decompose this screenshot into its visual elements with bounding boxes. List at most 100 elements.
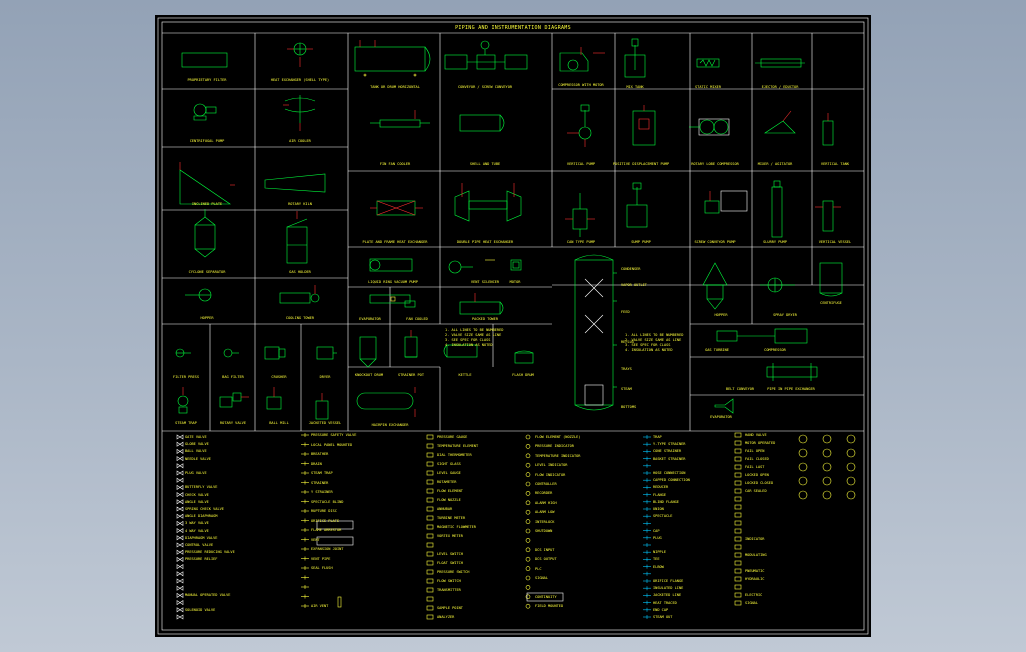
equipment-label-rotary_kiln: ROTARY KILN [288, 202, 312, 206]
legend3-sym-12 [426, 542, 434, 548]
compressor-body [559, 52, 589, 72]
legend3-sym-6 [426, 488, 434, 494]
filter-press [264, 346, 280, 360]
legend4-sym-13 [525, 556, 531, 562]
legend-col4-6: RECORDER [535, 491, 553, 496]
legend6-sym-8 [734, 496, 742, 502]
equipment-label-knockout: KNOCKOUT DRUM [354, 373, 384, 377]
equipment-label-screw_pump: SCREW CONVEYOR PUMP [694, 240, 736, 244]
equipment-label-evaporator: EVAPORATOR [710, 415, 732, 419]
legend-col6-13: INDICATOR [745, 537, 765, 541]
instrument-bubble-1-1 [822, 448, 832, 458]
legend6-sym-11 [734, 520, 742, 526]
legend-col3-3: SIGHT GLASS [437, 462, 461, 466]
equipment-label-hopper: HOPPER [200, 316, 214, 320]
equipment-label-positive_pump: POSITIVE DISPLACEMENT PUMP [612, 162, 670, 166]
equipment-label-belt_conveyor: BELT CONVEYOR [725, 387, 755, 391]
legend4-sym-8 [525, 509, 531, 515]
legend3-sym-20 [426, 614, 434, 620]
proprietary-filter [181, 52, 228, 68]
rotary-lobe-1 [699, 119, 715, 135]
legend1-sym-6 [176, 477, 184, 483]
legend-col1-10: SPRING CHECK VALVE [185, 507, 224, 511]
legend4-sym-6 [525, 491, 531, 496]
legend6-sym-2 [734, 448, 742, 454]
legend-col3-5: ROTAMETER [437, 480, 457, 484]
legend-note-b-1: 2. VALVE SIZE SAME AS LINE [625, 338, 682, 342]
equipment-label-kettle: KETTLE [458, 373, 472, 377]
legend-col3-20: ANALYZER [437, 615, 455, 619]
instrument-bubble-0-1 [822, 434, 832, 444]
column-label-6: BOTTOMS [621, 405, 637, 409]
legend4-sym-5 [525, 481, 531, 487]
legend-col3-0: PRESSURE GAUGE [437, 435, 468, 439]
legend6-sym-10 [734, 512, 742, 518]
legend1-sym-4 [176, 463, 184, 469]
equipment-label-dryer: DRYER [319, 375, 331, 379]
equipment-label-sump_pump: SUMP PUMP [631, 240, 651, 244]
equipment-label-bag_filter: BAG FILTER [222, 375, 244, 379]
equipment-label-centrifugal_pump: CENTRIFUGAL PUMP [189, 139, 225, 143]
jacketed-vessel [315, 400, 329, 420]
instrument-bubble-2-0 [798, 462, 808, 472]
legend-col5-22: JACKETED LINE [653, 593, 682, 598]
drawing-sheet[interactable]: PIPING AND INSTRUMENTATION DIAGRAMS PROP… [155, 15, 871, 637]
legend-col6-3: FAIL CLOSED [745, 457, 769, 461]
legend1-sym-22 [176, 592, 184, 598]
legend-col1-7: BUTTERFLY VALVE [185, 485, 218, 490]
fin-fan-cooler [379, 119, 421, 128]
legend4-sym-3 [525, 462, 531, 468]
legend-col2-9: ORIFICE PLATE [311, 518, 340, 523]
distillation-column [574, 259, 614, 406]
legend1-sym-0 [176, 434, 184, 440]
legend3-sym-19 [426, 605, 434, 611]
equipment-label-proprietary: PROPRIETARY FILTER [187, 78, 227, 82]
legend-col4-17: CONTINUITY [535, 594, 557, 599]
legend3-sym-15 [426, 569, 434, 575]
legend-col5-10: UNION [653, 507, 664, 511]
small-instrument-2 [223, 348, 233, 358]
centrifugal-pump [193, 103, 207, 117]
legend4-sym-18 [525, 603, 531, 609]
legend-col5-17: TEE [653, 557, 660, 562]
legend3-sym-5 [426, 479, 434, 485]
equipment-label-packed_tower: PACKED TOWER [472, 317, 498, 321]
instrument-bubble-4-1 [822, 490, 832, 500]
equipment-label-hopper: HOPPER [714, 313, 728, 317]
column-label-4: TRAYS [621, 367, 632, 371]
column-label-0: CONDENSER [621, 267, 641, 271]
legend1-sym-16 [176, 549, 184, 555]
legend-col3-10: MAGNETIC FLOWMETER [437, 525, 476, 529]
legend-box-1 [316, 520, 354, 530]
flash-drum [514, 352, 534, 364]
instrument-bubble-2-2 [846, 462, 856, 472]
legend-col3-17: TRANSMITTER [437, 588, 461, 592]
equipment-label-vertical_pump: VERTICAL PUMP [566, 162, 596, 166]
legend-col4-18: FIELD MOUNTED [535, 604, 564, 609]
legend1-sym-15 [176, 542, 184, 548]
legend3-sym-0 [426, 434, 434, 440]
motor-drive [510, 259, 522, 271]
hairpin-exchanger [356, 392, 414, 410]
instrument-bubble-0-0 [798, 434, 808, 444]
equipment-label-gas_turbine: GAS TURBINE [705, 348, 729, 352]
legend-box-2 [526, 592, 564, 602]
legend3-sym-8 [426, 506, 434, 512]
legend6-sym-1 [734, 440, 742, 446]
legend-col3-19: SAMPLE POINT [437, 606, 463, 610]
equipment-label-cyclone: CYCLONE SEPARATOR [188, 270, 226, 274]
legend4-sym-1 [525, 444, 531, 449]
sump-pump [626, 204, 648, 228]
legend-col5-5: HOSE CONNECTION [653, 471, 686, 475]
legend-col4-5: CONTROLLER [535, 482, 557, 486]
legend6-sym-6 [734, 480, 742, 486]
legend1-sym-14 [176, 535, 184, 541]
legend-col1-15: CONTROL VALVE [185, 543, 214, 547]
legend-col3-15: PRESSURE SWITCH [437, 570, 470, 574]
equipment-label-plate_exchanger: PLATE AND FRAME HEAT EXCHANGER [362, 240, 428, 244]
legend4-sym-15 [525, 575, 531, 581]
equipment-label-mix_tank: MIX TANK [626, 85, 644, 89]
legend-col2-0: PRESSURE SAFETY VALVE [311, 433, 357, 437]
equipment-label-hairpin: HAIRPIN EXCHANGER [371, 423, 409, 427]
legend-note-2: 3. SEE SPEC FOR CLASS [445, 338, 491, 342]
